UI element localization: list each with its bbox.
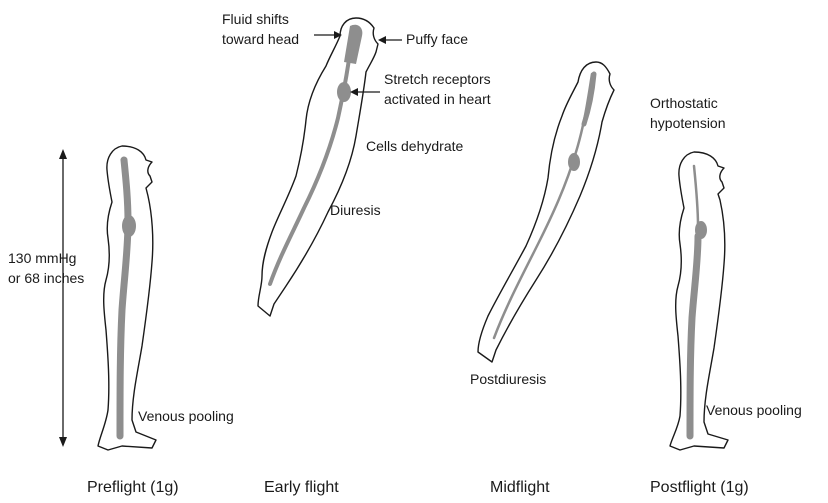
fluid-shift-label-line2: toward head bbox=[222, 31, 299, 47]
fluid-shift-label-line1: Fluid shifts bbox=[222, 11, 289, 27]
caption-early-flight: Early flight bbox=[264, 479, 339, 496]
orthostatic-label-line1: Orthostatic bbox=[650, 95, 718, 111]
preflight-venous-pooling-label: Venous pooling bbox=[138, 408, 234, 424]
preflight-heart bbox=[122, 215, 136, 237]
early-flight-heart bbox=[337, 82, 351, 102]
stretch-receptors-label-line2: activated in heart bbox=[384, 91, 491, 107]
diuresis-label: Diuresis bbox=[330, 202, 381, 218]
height-label-line1: 130 mmHg bbox=[8, 250, 76, 266]
puffy-face-pointer bbox=[378, 36, 402, 44]
preflight-figure bbox=[98, 146, 156, 450]
early-flight-figure bbox=[258, 18, 378, 316]
postflight-venous-pooling-label: Venous pooling bbox=[706, 402, 802, 418]
height-arrow bbox=[59, 149, 67, 447]
puffy-face-label: Puffy face bbox=[406, 31, 468, 47]
cells-dehydrate-label: Cells dehydrate bbox=[366, 138, 463, 154]
orthostatic-label-line2: hypotension bbox=[650, 115, 726, 131]
stretch-receptors-label-line1: Stretch receptors bbox=[384, 71, 491, 87]
height-label-line2: or 68 inches bbox=[8, 270, 84, 286]
fluid-shift-pointer bbox=[314, 31, 342, 39]
caption-postflight: Postflight (1g) bbox=[650, 479, 749, 496]
midflight-heart bbox=[568, 153, 580, 171]
midflight-figure bbox=[478, 62, 614, 362]
postflight-heart bbox=[695, 221, 707, 239]
postdiuresis-label: Postdiuresis bbox=[470, 371, 546, 387]
midflight-body-outline bbox=[478, 62, 614, 362]
caption-midflight: Midflight bbox=[490, 479, 550, 496]
caption-preflight: Preflight (1g) bbox=[87, 479, 179, 496]
